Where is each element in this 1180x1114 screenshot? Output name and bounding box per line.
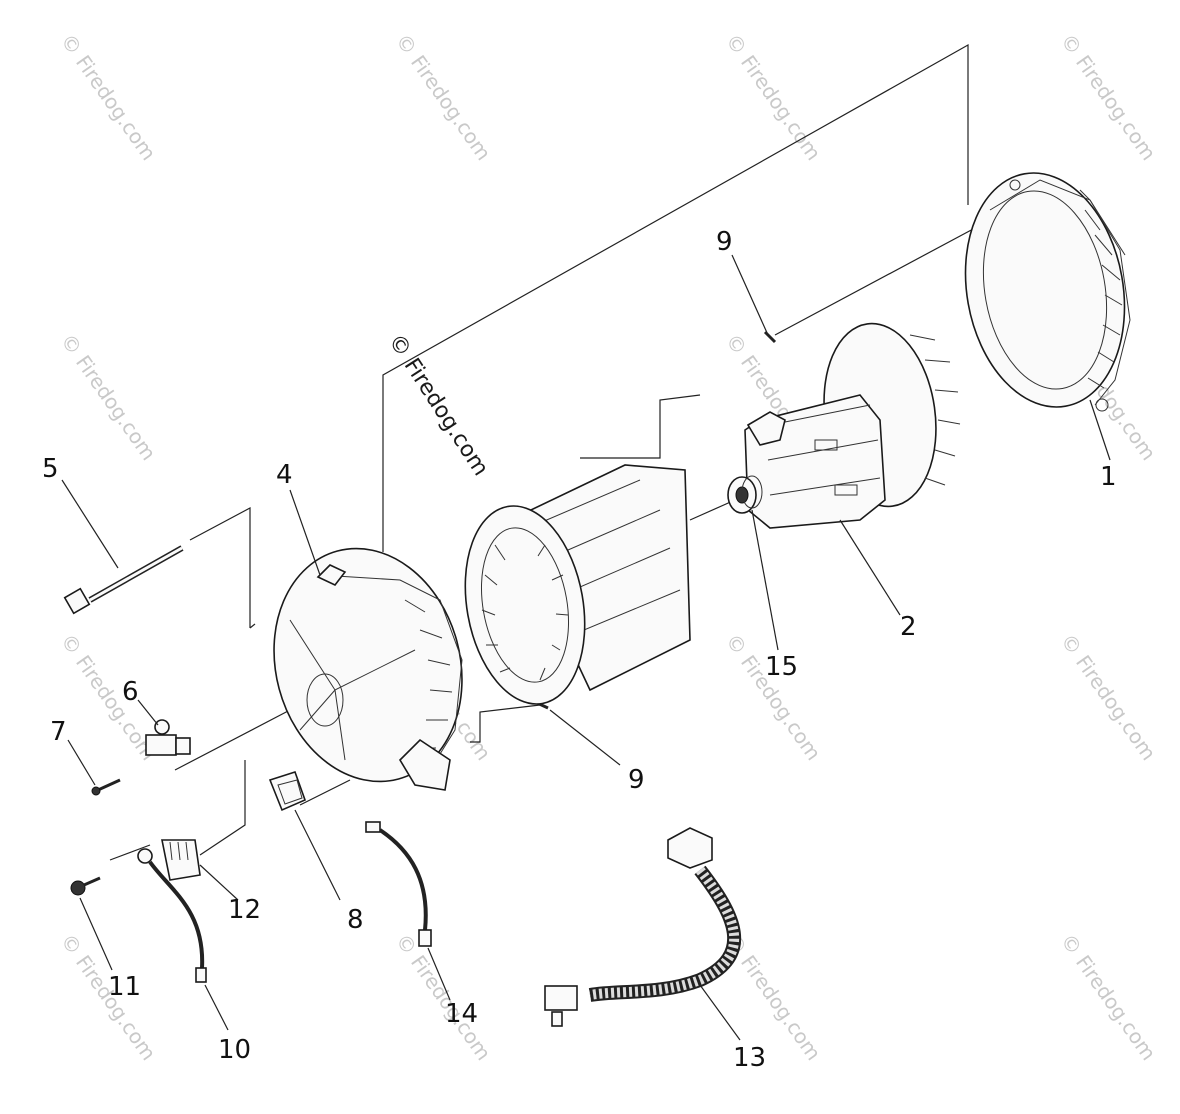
callout-leaders [61,254,1111,1041]
part-15-slip-ring [727,475,763,514]
callout-11: 11 [108,972,141,1002]
callout-5: 5 [42,454,59,484]
watermark-text: © Firedog.com [56,29,161,165]
assembly-lines [109,43,991,861]
callout-14: 14 [445,999,478,1029]
part-10-ground-wire [137,848,207,983]
part-7-screw [91,778,121,796]
assembly-line [189,507,251,628]
callout-9-top: 9 [716,227,733,257]
callout-labels: 1 2 4 5 6 7 8 9 9 10 11 12 13 14 15 [42,227,1117,1073]
callout-15: 15 [765,652,798,682]
watermark-text: © Firedog.com [391,29,496,165]
watermark-text: © Firedog.com [56,329,161,465]
callout-4: 4 [276,460,293,490]
callout-1: 1 [1100,462,1117,492]
part-12-bracket [161,839,201,881]
assembly-line [249,623,256,629]
callout-7: 7 [50,717,67,747]
watermark-text: © Firedog.com [1056,629,1161,765]
watermark-text: © Firedog.com [1056,929,1161,1065]
assembly-line [199,760,246,856]
assembly-line [689,499,736,521]
watermark-text: © Firedog.com [721,29,826,165]
assembly-line [470,704,541,743]
callout-12: 12 [228,895,261,925]
part-5-through-bolt [63,545,184,615]
watermark-text: © Firedog.com [1056,29,1161,165]
part-11-screw [70,876,101,896]
assembly-line [774,219,991,336]
assembly-line [109,844,151,861]
part-2-rotor-fan [744,322,961,529]
assembly-line [580,394,701,459]
callout-8: 8 [347,905,364,935]
callout-9-bottom: 9 [628,765,645,795]
stator-slots [481,544,569,681]
stator [464,464,691,705]
watermark-text: © Firedog.com [383,330,493,481]
watermark-text: © Firedog.com [721,629,826,765]
part-6-brush-holder [145,719,191,756]
part-13-harness [544,827,742,1027]
callout-2: 2 [900,612,917,642]
watermark-text: © Firedog.com [391,929,496,1065]
part-1-end-housing [964,172,1131,412]
assembly-line [382,43,969,552]
assembly-line [174,709,291,771]
part-14-wire [365,821,432,947]
callout-6: 6 [122,677,139,707]
part-4-front-housing [273,547,463,791]
watermark-text: © Firedog.com [56,629,161,765]
callout-10: 10 [218,1035,251,1065]
fan-blades [909,334,961,486]
housing-fins [1084,209,1123,389]
part-8-component [268,771,307,812]
callout-13: 13 [733,1043,766,1073]
assembly-line [299,779,351,806]
